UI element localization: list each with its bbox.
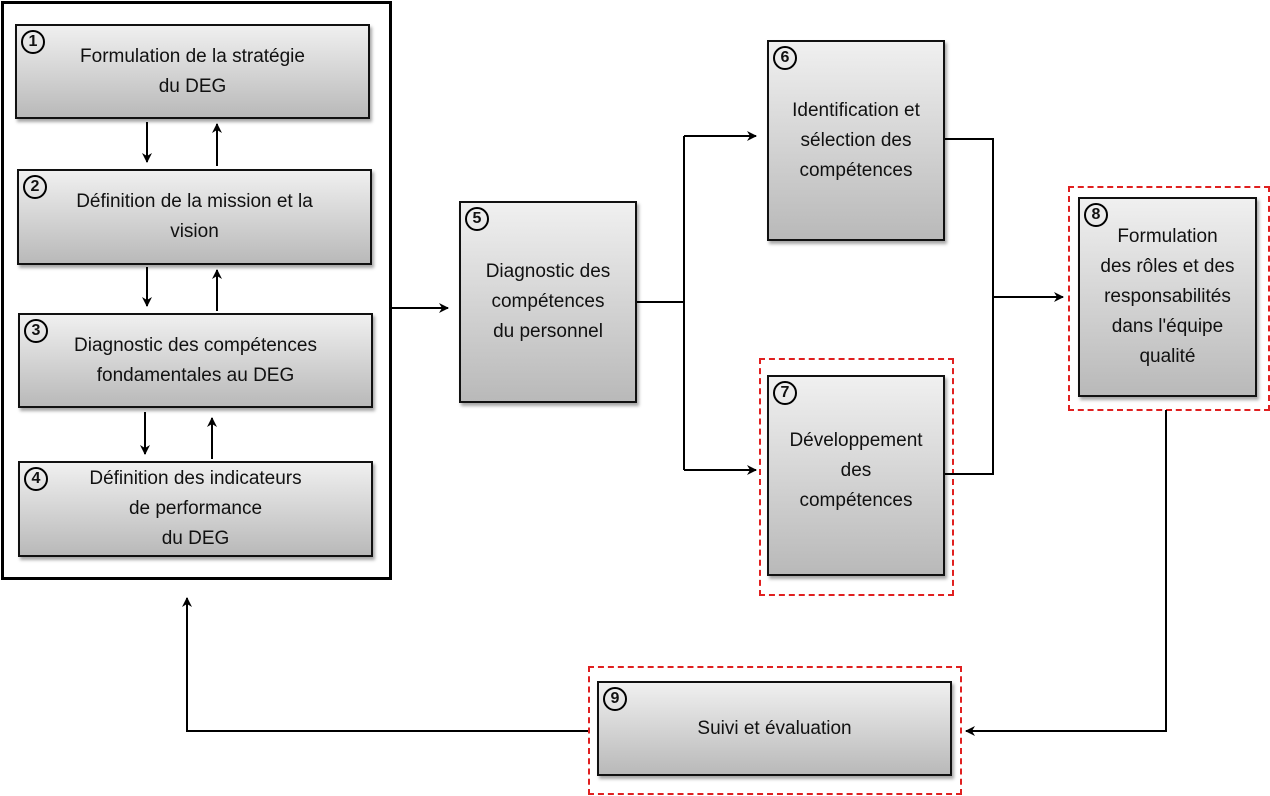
step-number: 2: [23, 175, 47, 199]
step-label: Définition des indicateurs de performanc…: [89, 468, 302, 549]
arrow-8-9: [965, 410, 1167, 736]
step-number: 3: [24, 319, 48, 343]
highlight-step-8: [1068, 186, 1270, 411]
step-number: 1: [21, 30, 45, 54]
strategy-group: [1, 1, 392, 580]
step-4-box: 4 Définition des indicateurs de performan…: [18, 461, 373, 557]
step-number: 4: [24, 467, 48, 491]
step-label: Diagnostic des compétences fondamentales…: [74, 334, 317, 386]
step-number: 9: [603, 687, 627, 711]
highlight-step-9: [588, 666, 962, 795]
merge-line: [944, 138, 994, 475]
step-label: Suivi et évaluation: [697, 717, 852, 739]
arrow-9-group: [182, 597, 588, 732]
step-label: Identification et sélection des compéten…: [792, 100, 920, 181]
step-label: Formulation de la stratégie du DEG: [80, 45, 305, 97]
step-label: Définition de la mission et la vision: [76, 191, 313, 242]
step-number: 7: [773, 381, 797, 405]
highlight-step-7: [759, 358, 954, 596]
step-number: 8: [1084, 203, 1108, 227]
step-number: 5: [465, 207, 489, 231]
step-label: Diagnostic des compétences du personnel: [485, 261, 611, 342]
step-label: Formulation des rôles et des responsabil…: [1100, 226, 1235, 367]
step-number: 6: [773, 46, 797, 70]
step-label: Développement des compétences: [789, 430, 923, 511]
